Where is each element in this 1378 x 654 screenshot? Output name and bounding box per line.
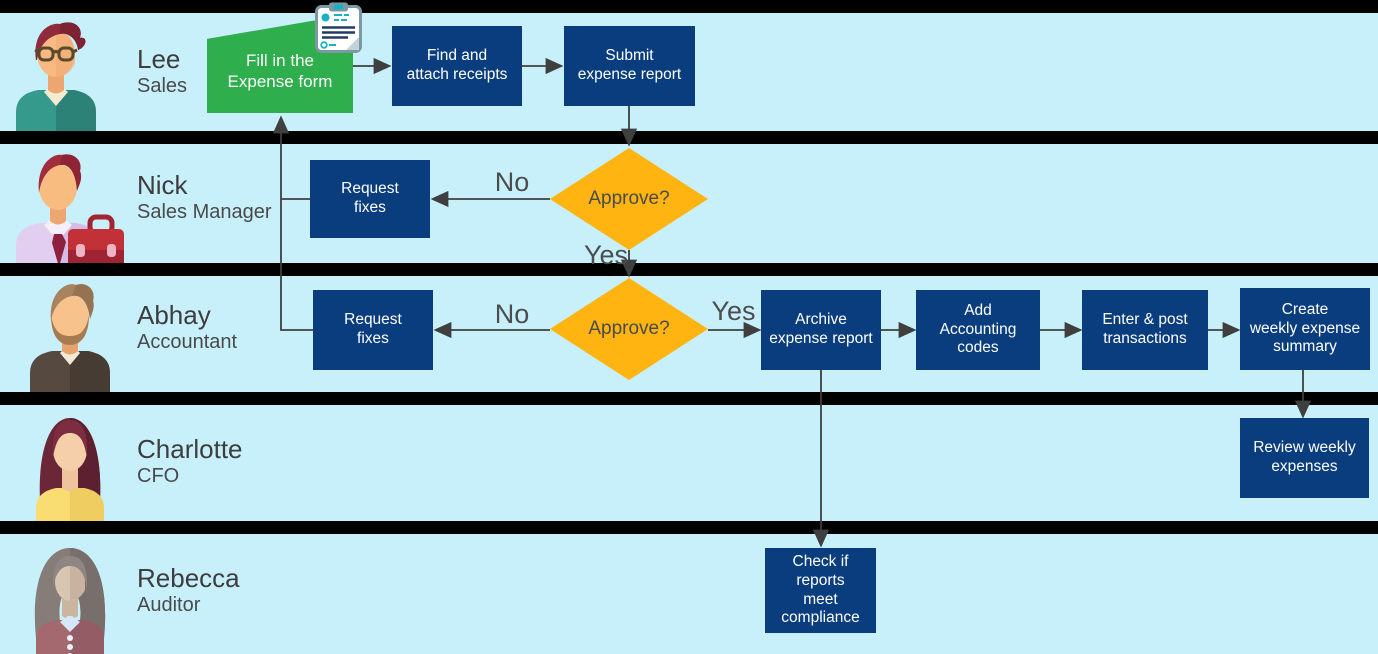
edge-requestfixes-to-fillform (272, 115, 313, 331)
edge-label-accountant-no: No (494, 299, 530, 329)
woman-bob-avatar (24, 536, 116, 654)
node-enter-post-transactions: Enter & post transactions (1082, 290, 1208, 370)
node-archive-expense-report: Archive expense report (761, 290, 881, 370)
lane-name: Nick (137, 170, 188, 200)
node-fill-expense-form: Fill in the Expense form (207, 18, 353, 113)
lane-label-lee: Lee Sales (137, 44, 187, 99)
node-submit-expense-report: Submit expense report (564, 26, 695, 106)
lane-role: Sales (137, 75, 188, 97)
node-review-weekly-expenses: Review weekly expenses (1240, 418, 1369, 498)
lane-divider (0, 521, 1378, 534)
lane-name: Rebecca (137, 563, 240, 593)
man-briefcase-avatar (6, 145, 128, 263)
lane-role: Accountant (137, 331, 238, 353)
lane-name: Charlotte (137, 434, 243, 464)
edge-label-accountant-yes: Yes (711, 296, 756, 326)
node-approve-manager: Approve? (550, 148, 708, 250)
receipt-clipboard-icon (315, 2, 362, 54)
lane-role: Auditor (137, 594, 201, 616)
lane-label-charlotte: Charlotte CFO (137, 434, 243, 489)
node-find-attach-receipts: Find and attach receipts (392, 26, 522, 106)
woman-long-hair-avatar (24, 406, 116, 521)
edge-label-manager-yes: Yes (583, 240, 628, 270)
lane-divider (0, 392, 1378, 405)
lane-role: Sales Manager (137, 201, 272, 223)
node-request-fixes-manager: Request fixes (310, 160, 430, 238)
lane-divider (0, 0, 1378, 13)
man-glasses-avatar (8, 14, 104, 131)
node-check-reports-compliance: Check if reports meet compliance (765, 548, 876, 633)
lane-divider (0, 131, 1378, 144)
lane-name: Lee (137, 44, 181, 74)
node-approve-accountant: Approve? (550, 278, 708, 380)
lane-name: Abhay (137, 300, 211, 330)
lane-label-rebecca: Rebecca Auditor (137, 563, 240, 618)
node-create-weekly-expense-summary: Create weekly expense summary (1240, 288, 1370, 370)
edge-label-manager-no: No (494, 167, 530, 197)
lane-divider (0, 263, 1378, 276)
node-request-fixes-accountant: Request fixes (313, 290, 433, 370)
lane-label-abhay: Abhay Accountant (137, 300, 237, 355)
lane-role: CFO (137, 465, 180, 487)
node-add-accounting-codes: Add Accounting codes (916, 290, 1040, 370)
man-beard-avatar (24, 277, 116, 392)
lane-label-nick: Nick Sales Manager (137, 170, 272, 225)
